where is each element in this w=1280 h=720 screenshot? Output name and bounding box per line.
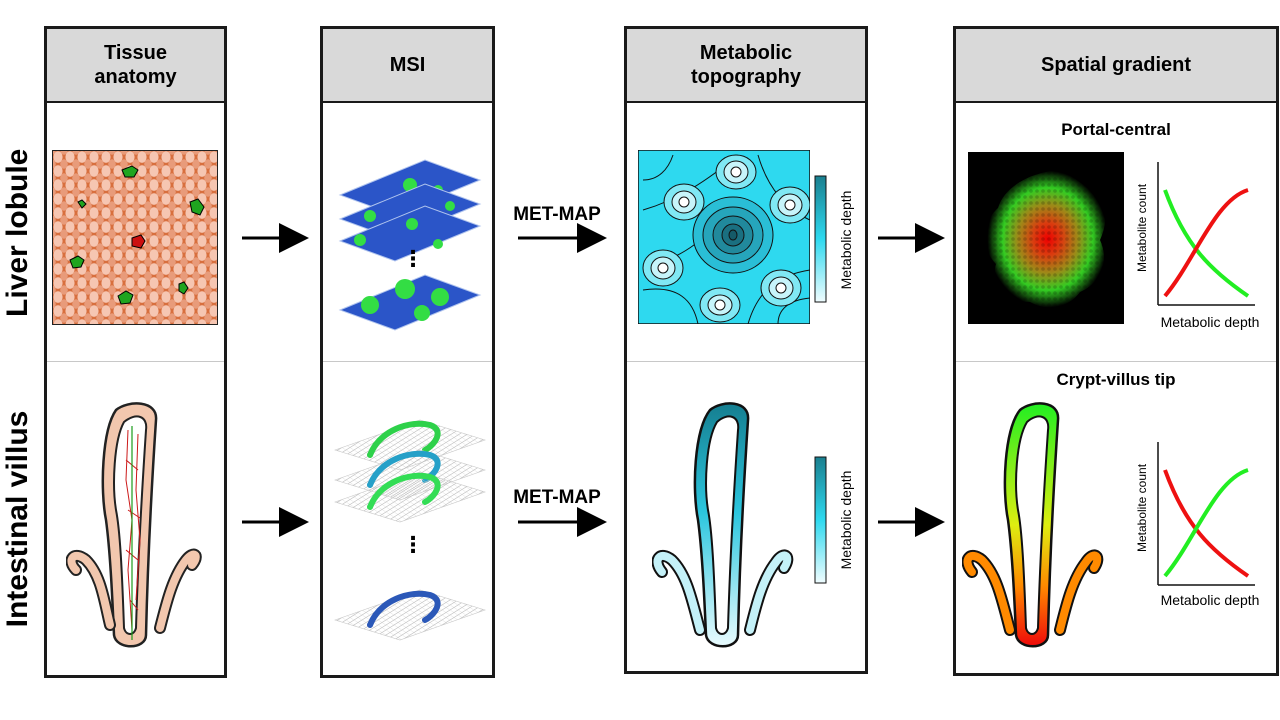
portal-triad-icon <box>121 165 139 178</box>
contour-basin <box>699 287 741 323</box>
y-axis-label-bottom: Metabolite count <box>1135 463 1149 553</box>
portal-triad-icon <box>77 199 87 209</box>
msi-ellipsis-bottom: ⋮ <box>402 532 424 557</box>
msi-panel: MSI <box>320 26 495 678</box>
msi-layer <box>338 183 482 240</box>
spatial-gradient-header: Spatial gradient <box>956 29 1276 103</box>
gradient-title-liver: Portal-central <box>1061 120 1171 139</box>
msi-layer <box>334 589 486 641</box>
x-axis-label-top: Metabolic depth <box>1160 314 1260 330</box>
row-divider <box>47 361 224 362</box>
gradient-chart-liver <box>1157 162 1255 306</box>
colorbar-top <box>814 175 827 303</box>
contour-basin <box>663 183 705 221</box>
gradient-chart-intestine <box>1157 442 1255 586</box>
villus-gradient <box>962 402 1104 648</box>
msi-stack-villus <box>334 419 486 641</box>
msi-layer <box>334 419 486 471</box>
msi-layer <box>338 205 482 262</box>
central-vein-icon <box>131 234 146 249</box>
portal-triad-icon <box>178 281 189 295</box>
series-line-red <box>1163 469 1250 578</box>
series-line-red <box>1163 188 1249 298</box>
contour-peak <box>692 196 774 274</box>
msi-stack-liver <box>338 159 482 331</box>
row-divider <box>956 361 1276 362</box>
topography-map-liver <box>638 150 810 324</box>
y-axis-label-top: Metabolite count <box>1135 183 1149 273</box>
contour-basin <box>769 186 810 224</box>
spatial-gradient-panel: Spatial gradient <box>953 26 1279 676</box>
series-line-green <box>1163 468 1249 578</box>
colorbar-bottom <box>814 456 827 584</box>
row-label-intestine: Intestinal villus <box>1 410 34 628</box>
series-line-green <box>1163 189 1250 298</box>
row-divider <box>627 361 865 362</box>
row-divider <box>323 361 492 362</box>
gradient-title-intestine: Crypt-villus tip <box>1056 370 1176 389</box>
portal-triad-icon <box>117 290 134 305</box>
contour-basin <box>760 269 802 307</box>
colorbar-label-top: Metabolic depth <box>838 190 854 290</box>
row-label-liver: Liver lobule <box>1 148 34 317</box>
met-map-label-top: MET-MAP <box>513 204 601 225</box>
msi-layer <box>334 471 486 523</box>
metabolic-topography-header: Metabolic topography <box>627 29 865 103</box>
msi-layer <box>338 274 482 331</box>
villus-tissue-image <box>66 402 202 648</box>
msi-header: MSI <box>323 29 492 103</box>
colorbar-label-bottom: Metabolic depth <box>838 470 854 570</box>
tissue-anatomy-header: Tissue anatomy <box>47 29 224 103</box>
topography-villus <box>652 402 794 648</box>
liver-tissue-image <box>52 150 218 325</box>
portal-triad-icon <box>69 255 85 269</box>
msi-ellipsis-top: ⋮ <box>402 246 424 271</box>
heatmap-liver <box>968 152 1124 324</box>
portal-triad-icon <box>189 198 205 216</box>
met-map-label-bottom: MET-MAP <box>513 487 601 508</box>
x-axis-label-bottom: Metabolic depth <box>1160 592 1260 608</box>
contour-basin <box>642 249 684 287</box>
contour-basin <box>715 154 757 190</box>
